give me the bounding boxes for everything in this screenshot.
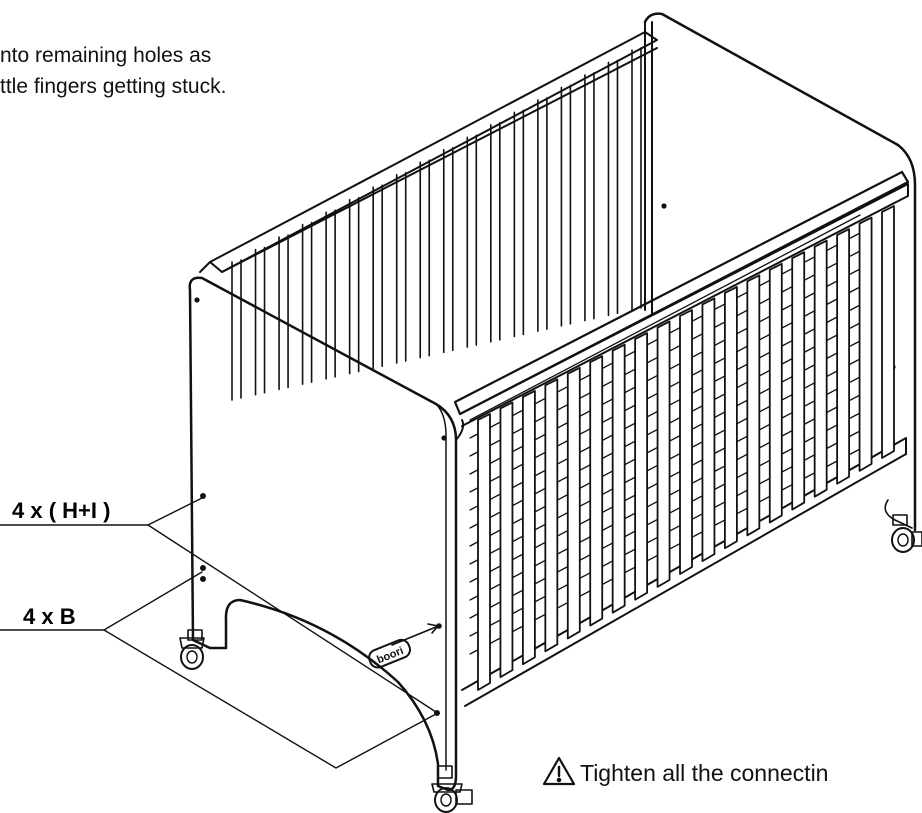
front-slat	[589, 355, 604, 627]
front-slat	[521, 389, 536, 666]
front-slat	[477, 413, 491, 691]
back-slats	[231, 47, 642, 401]
callout-leader-b	[0, 571, 437, 769]
instruction-line-1: nto remaining holes as	[0, 44, 212, 67]
caster-front-left	[179, 629, 205, 670]
front-slat	[634, 332, 649, 601]
back-slat	[301, 221, 313, 385]
back-slat	[584, 72, 595, 322]
back-slat	[513, 109, 525, 338]
front-slat	[679, 309, 693, 575]
back-slat	[607, 59, 619, 317]
front-slat	[746, 274, 761, 537]
base-slat	[469, 214, 861, 421]
logo-plate: boori	[368, 638, 411, 669]
bolt-arrow	[391, 623, 442, 646]
caster-front-right	[431, 765, 473, 813]
callout-label-hi: 4 x ( H+I )	[12, 498, 111, 523]
front-slat	[723, 285, 738, 550]
front-slat	[858, 216, 873, 472]
back-slat	[254, 246, 266, 396]
front-slats	[477, 205, 895, 691]
front-slat	[701, 297, 716, 563]
back-slat	[278, 234, 289, 391]
front-slat	[791, 251, 806, 511]
back-slat	[231, 259, 242, 401]
back-slat	[395, 171, 407, 364]
front-slat	[768, 262, 783, 524]
front-slat	[544, 378, 559, 653]
front-slat	[611, 343, 626, 614]
back-slat	[325, 209, 336, 380]
back-slat	[372, 184, 383, 370]
callout-label-b: 4 x B	[23, 604, 76, 629]
front-slat	[566, 366, 581, 640]
warning-note: Tighten all the connectin	[580, 760, 828, 787]
back-slat	[560, 84, 572, 327]
front-slat	[499, 401, 514, 679]
back-slat	[631, 47, 642, 311]
callout-leader-hi	[0, 497, 437, 713]
front-end-panel	[188, 276, 465, 792]
front-slat	[881, 205, 895, 459]
front-slat	[656, 320, 671, 588]
front-slat	[813, 239, 828, 498]
front-slat	[836, 228, 851, 485]
back-slat	[348, 196, 360, 375]
warning-triangle-icon	[542, 756, 576, 786]
back-slat	[537, 97, 548, 332]
instruction-line-2: ttle fingers getting stuck.	[0, 75, 227, 98]
caster-back-right	[884, 499, 922, 553]
instruction-text: nto remaining holes as ttle fingers gett…	[0, 40, 226, 102]
back-slat	[490, 122, 501, 343]
back-slat	[442, 146, 454, 354]
back-slat	[419, 159, 431, 359]
warning-text: Tighten all the connectin	[580, 760, 829, 786]
back-slat	[466, 134, 478, 348]
